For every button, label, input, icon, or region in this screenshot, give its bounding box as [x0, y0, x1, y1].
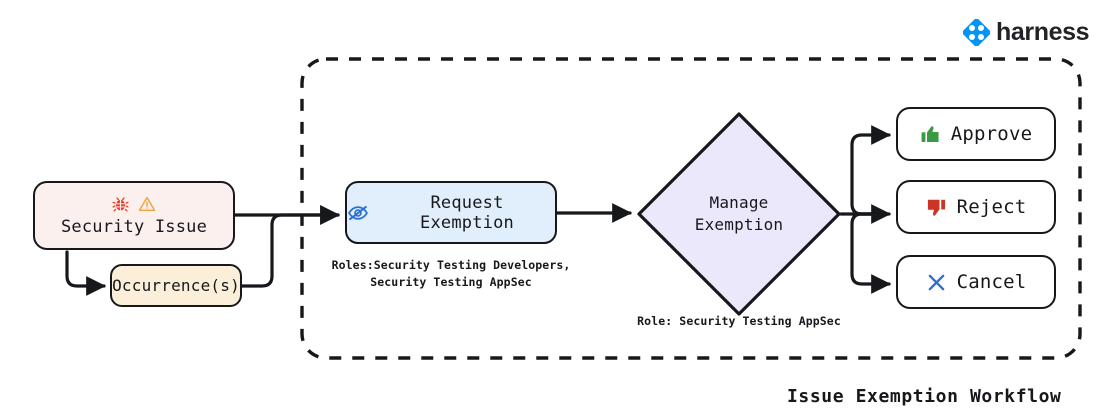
- workflow-title: Issue Exemption Workflow: [787, 386, 1062, 407]
- node-manage-exemption[interactable]: Manage Exemption: [637, 112, 841, 316]
- node-occurrences[interactable]: Occurrence(s): [110, 264, 242, 307]
- node-approve[interactable]: Approve: [896, 107, 1056, 161]
- node-security-issue-label: Security Issue: [60, 216, 208, 237]
- edge-occurrences-to-request: [240, 205, 340, 288]
- harness-diamond-logo-icon: [963, 18, 990, 46]
- node-cancel-label: Cancel: [956, 271, 1027, 293]
- eye-slash-icon: [347, 202, 369, 224]
- harness-wordmark: harness: [996, 17, 1090, 46]
- warning-triangle-icon: [138, 195, 156, 213]
- edge-manage-to-cancel: [850, 212, 891, 294]
- close-x-icon: [926, 272, 947, 293]
- edge-manage-to-approve: [850, 125, 891, 216]
- node-reject-label: Reject: [956, 196, 1027, 218]
- node-approve-label: Approve: [950, 123, 1033, 145]
- node-request-exemption-label: Request Exemption: [420, 192, 514, 233]
- security-issue-icons: [112, 195, 156, 214]
- node-request-exemption[interactable]: Request Exemption: [345, 181, 557, 244]
- edge-security-issue-to-occurrences: [65, 250, 106, 296]
- caption-request-exemption-roles: Roles:Security Testing Developers, Secur…: [331, 258, 571, 289]
- node-manage-exemption-label-line2: Exemption: [694, 215, 784, 234]
- node-occurrences-label: Occurrence(s): [112, 276, 240, 295]
- node-manage-exemption-label-line1: Manage: [709, 193, 769, 213]
- bug-icon: [112, 196, 129, 213]
- thumbs-up-icon: [920, 124, 941, 145]
- harness-brand-logo: harness: [963, 16, 1089, 48]
- thumbs-down-icon: [926, 197, 947, 218]
- node-cancel[interactable]: Cancel: [896, 255, 1056, 309]
- node-security-issue[interactable]: Security Issue: [33, 181, 235, 250]
- node-reject[interactable]: Reject: [896, 180, 1056, 234]
- caption-manage-exemption-role: Role: Security Testing AppSec: [637, 314, 841, 328]
- manage-exemption-diamond-shape[interactable]: [637, 112, 841, 316]
